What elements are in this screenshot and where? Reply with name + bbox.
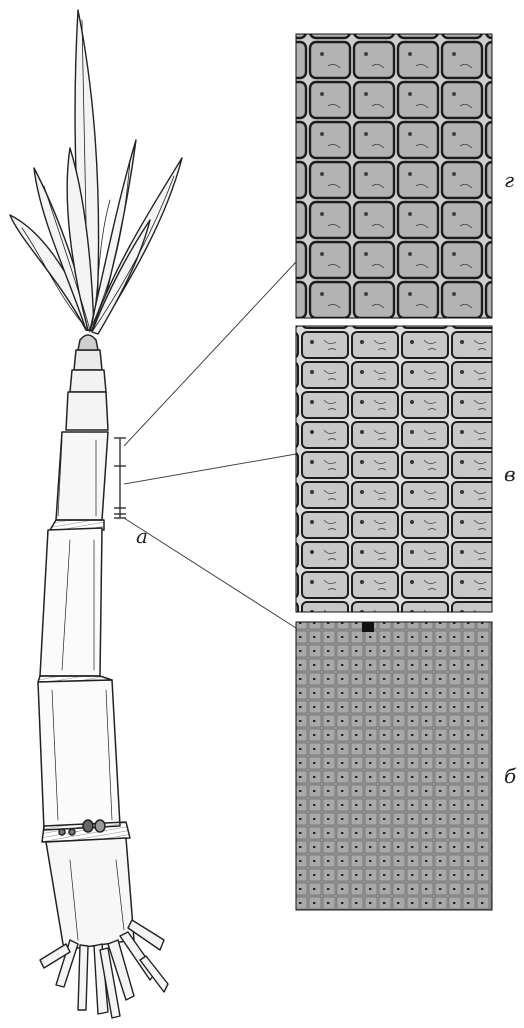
leader-lines [124, 262, 296, 628]
micrograph-middle [296, 326, 492, 612]
scale-bracket [114, 438, 126, 518]
panel-label-v: в [504, 462, 516, 486]
stem [38, 335, 134, 950]
micrograph-bottom [296, 622, 492, 910]
plant-illustration [10, 10, 182, 1018]
marker-label-a: а [136, 524, 148, 548]
micrograph-top [296, 34, 492, 318]
leaf-crown [10, 10, 182, 334]
panel-label-g: г [504, 168, 514, 192]
panel-label-b: б [504, 764, 516, 788]
